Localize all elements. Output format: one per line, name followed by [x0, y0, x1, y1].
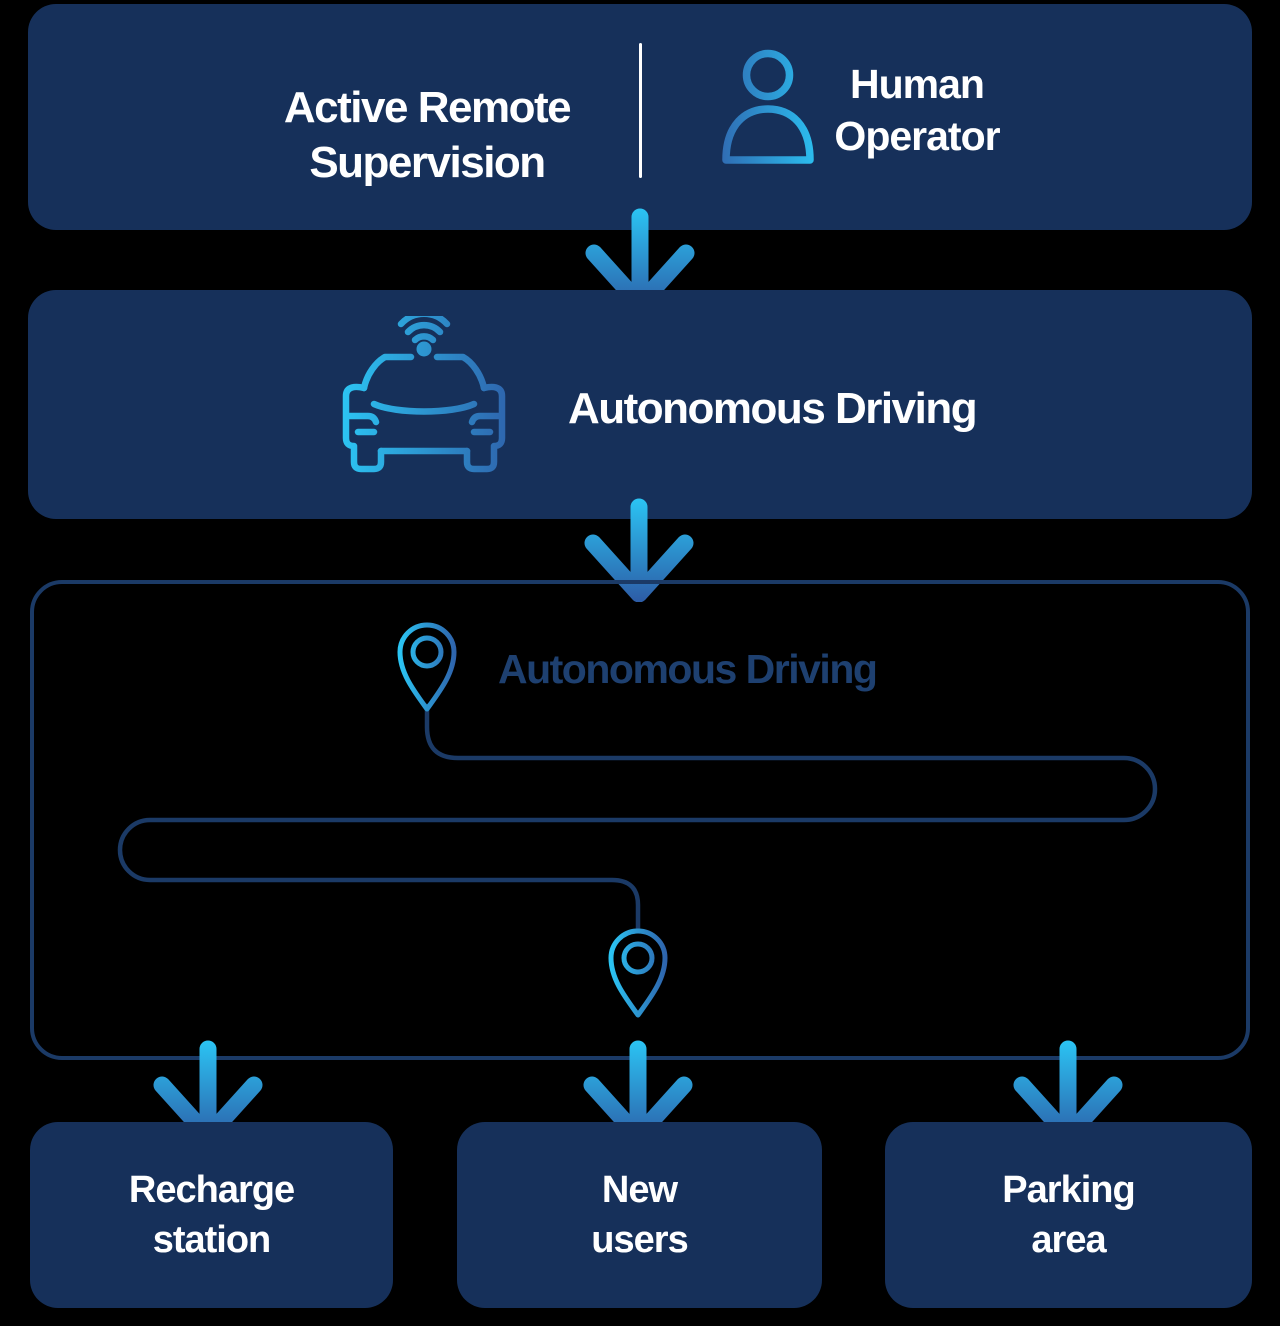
destination-label-line2: area: [1031, 1219, 1106, 1261]
route-container-box: [30, 580, 1250, 1060]
vehicle-label: Autonomous Driving: [568, 384, 978, 433]
supervision-title: Active Remote Supervision: [207, 80, 647, 190]
destination-label-line1: Parking: [1002, 1169, 1135, 1211]
sensor-dot: [416, 341, 432, 357]
destination-label-line1: New: [601, 1169, 678, 1211]
map-pin-start-icon: [397, 622, 457, 712]
supervision-title-line1: Active Remote: [283, 83, 572, 132]
connected-car-icon: [342, 316, 506, 473]
vehicle-panel: [28, 290, 1252, 519]
operator-label-line1: Human: [850, 61, 985, 107]
route-path: [117, 703, 1158, 934]
supervision-title-line2: Supervision: [309, 138, 546, 187]
operator-label-line2: Operator: [834, 113, 1000, 159]
destination-label-line2: station: [152, 1219, 272, 1261]
destination-parking-area: Parking area: [885, 1122, 1252, 1308]
destination-recharge-station: Recharge station: [30, 1122, 393, 1308]
down-arrow-icon: [584, 498, 694, 602]
destination-label-line2: users: [591, 1219, 688, 1261]
operator-label: Human Operator: [797, 58, 1037, 162]
person-icon: [722, 49, 814, 164]
vertical-divider: [639, 43, 642, 178]
map-pin-end-icon: [608, 928, 668, 1018]
destination-new-users: New users: [457, 1122, 822, 1308]
route-label: Autonomous Driving: [498, 646, 878, 692]
destination-label-line1: Recharge: [128, 1169, 295, 1211]
